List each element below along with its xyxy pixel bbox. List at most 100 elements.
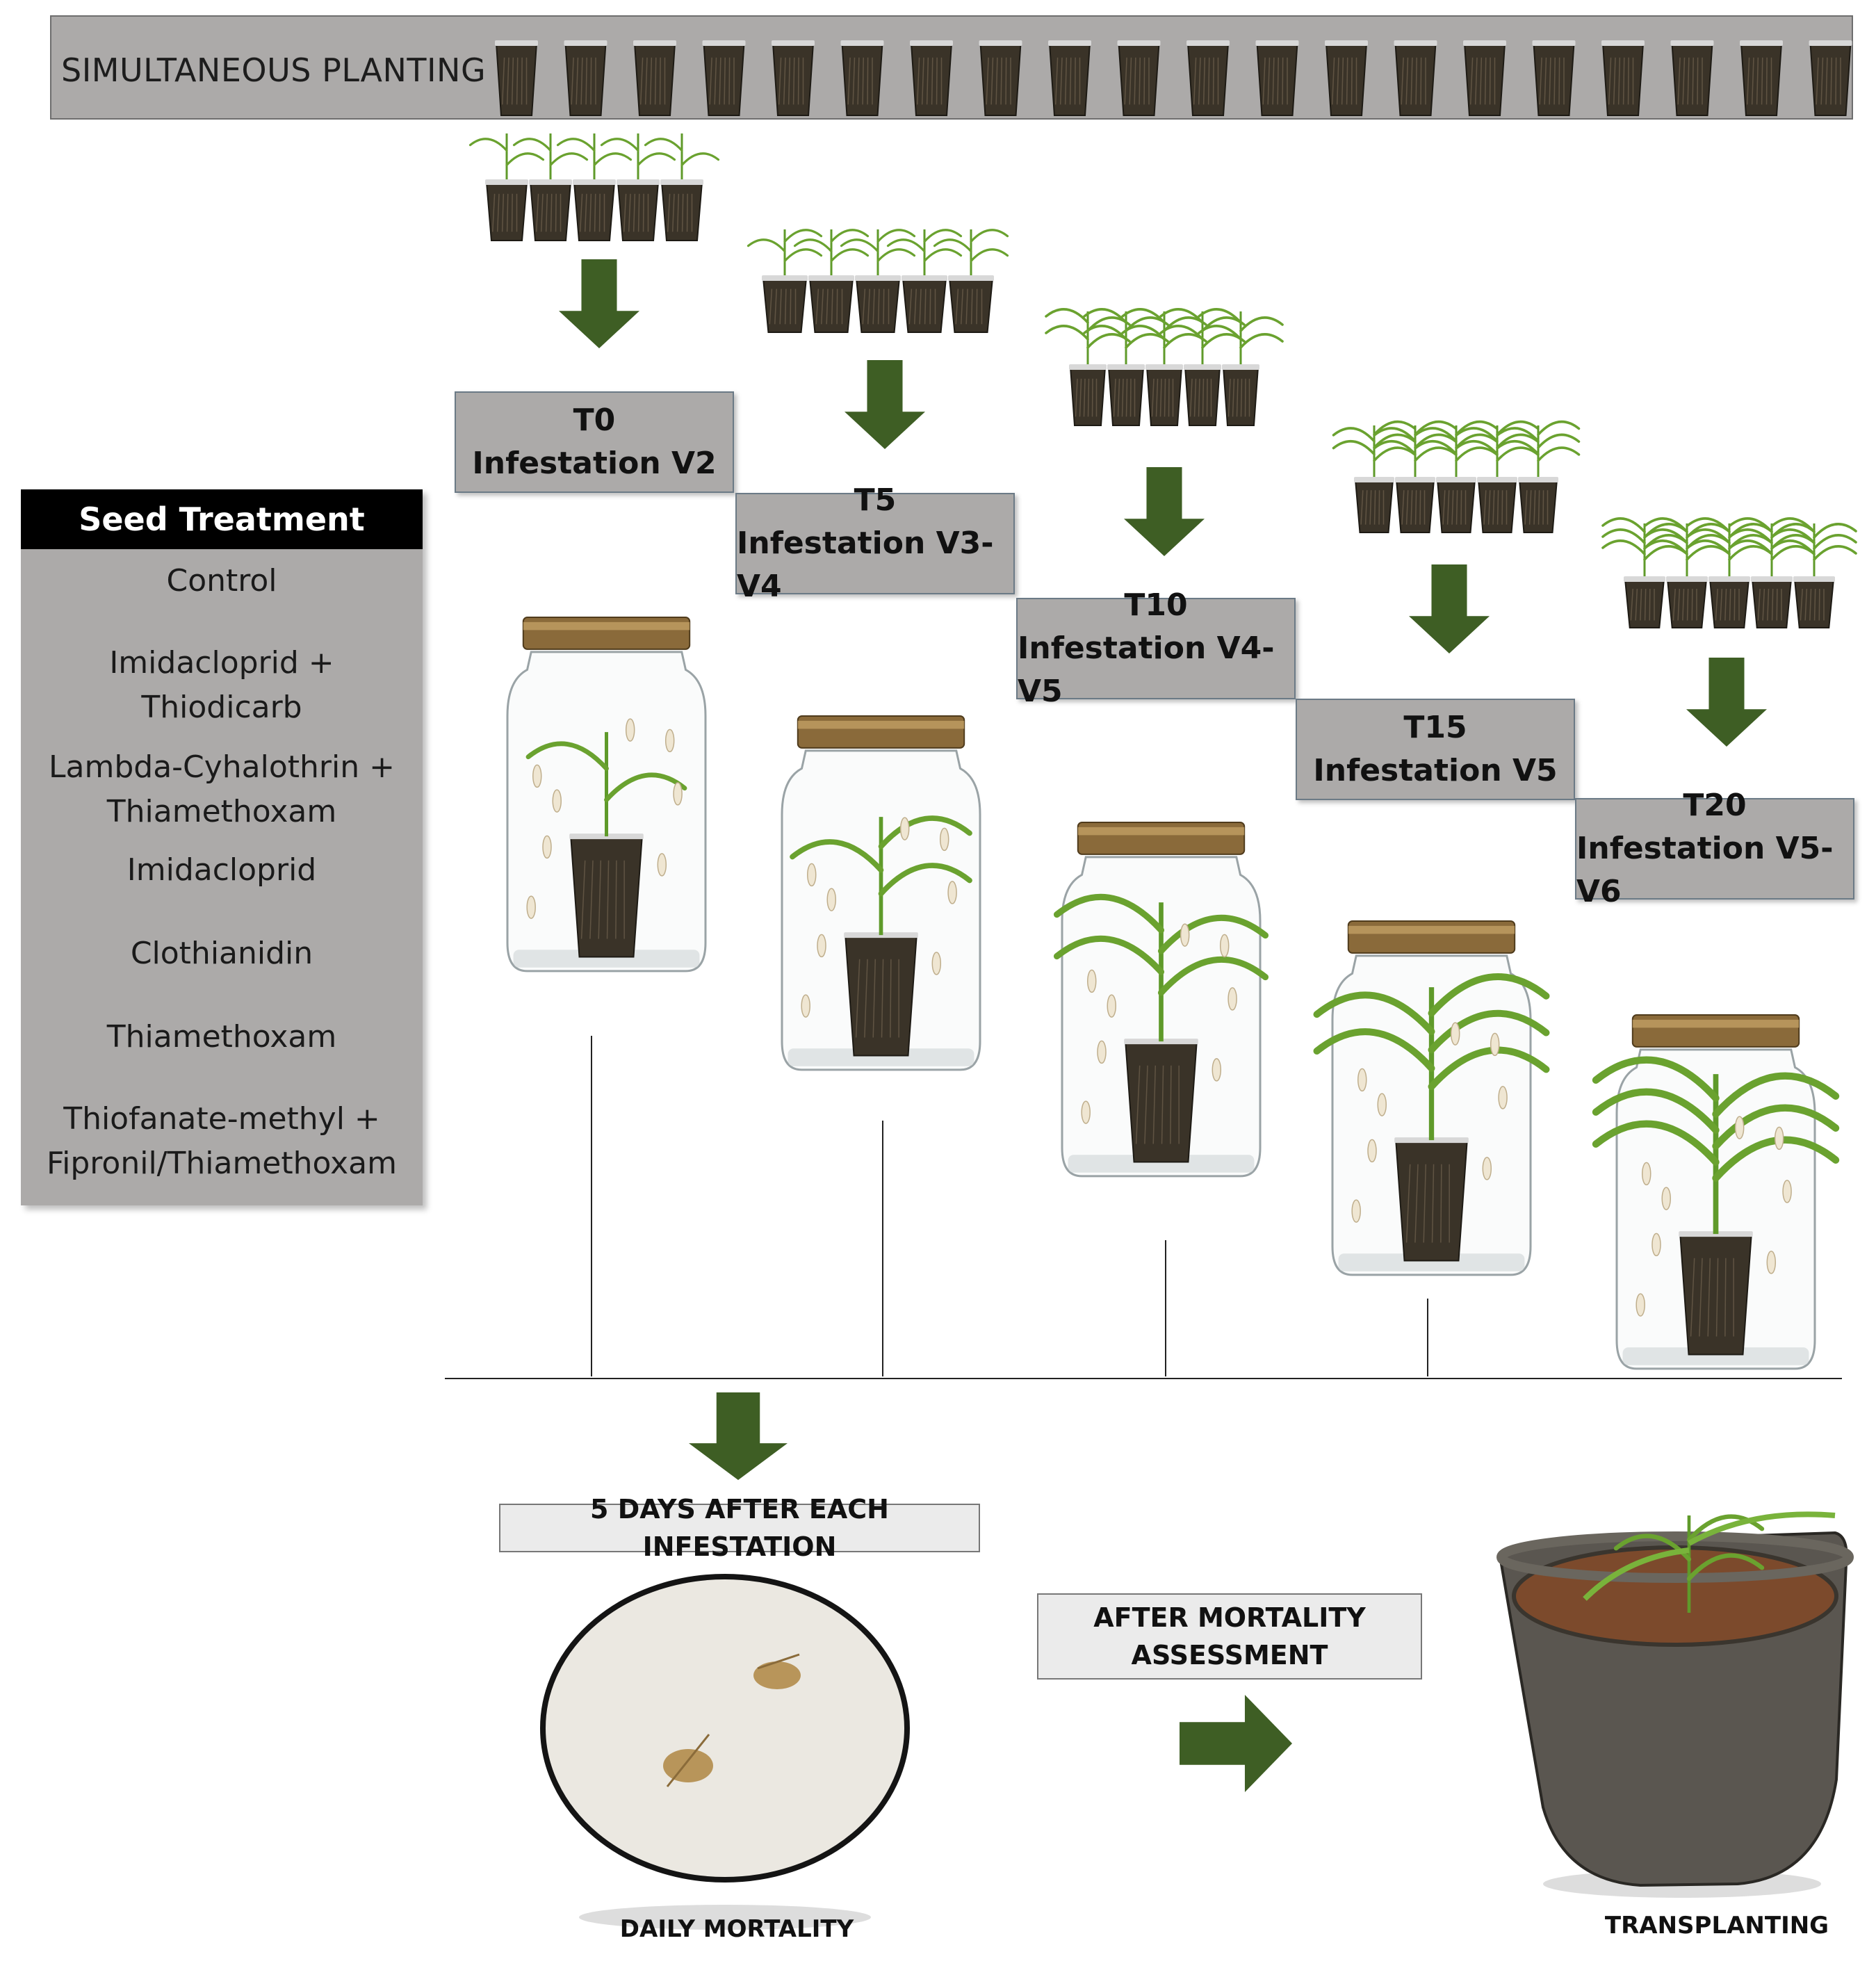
treatment-line: Clothianidin xyxy=(130,936,313,971)
soil-cup xyxy=(1186,40,1230,116)
treatment-line: Thiamethoxam xyxy=(106,1019,337,1055)
stage-t0-box: T0 Infestation V2 xyxy=(455,391,734,493)
soil-cup xyxy=(495,40,538,116)
larva xyxy=(1081,1100,1091,1124)
treatment-line: Thiodicarb xyxy=(141,690,302,725)
dish-shadow xyxy=(579,1905,871,1930)
treatment-imidacloprid-thiodicarb: Imidacloprid + Thiodicarb xyxy=(21,641,423,730)
stage-t20-box: T20 Infestation V5-V6 xyxy=(1575,788,1854,909)
treatment-thiofanate-fipronil: Thiofanate-methyl + Fipronil/Thiamethoxa… xyxy=(21,1097,423,1186)
soil-cup xyxy=(485,179,528,241)
glass-jar xyxy=(1592,1014,1840,1370)
soil-cup xyxy=(902,275,947,333)
soil-cup xyxy=(1436,477,1476,533)
soil-cup xyxy=(1069,364,1107,426)
stage-time: T5 xyxy=(854,482,897,518)
soil-cup xyxy=(1124,1039,1198,1163)
larva xyxy=(664,729,675,753)
right-arrow xyxy=(1180,1695,1292,1792)
transplanting-caption: TRANSPLANTING xyxy=(1604,1912,1829,1940)
stage-label: Infestation V2 xyxy=(472,446,717,481)
maize-leaf xyxy=(1583,1547,1690,1601)
soil-cup xyxy=(855,275,901,333)
stage-time: T0 xyxy=(573,403,616,438)
soil-cup xyxy=(1751,576,1793,628)
soil-cup xyxy=(1048,40,1091,116)
maize-leaf xyxy=(1688,1511,1836,1546)
maize-seedling xyxy=(840,229,916,278)
soil-cup xyxy=(1394,40,1437,116)
soil-cup xyxy=(633,40,676,116)
larva xyxy=(1482,1157,1492,1180)
seedling-cup-group xyxy=(747,229,1009,333)
petri-dish xyxy=(540,1574,910,1930)
larva xyxy=(1766,1251,1777,1274)
maize-seedling xyxy=(556,133,633,182)
soil-cup xyxy=(772,40,815,116)
soil-cup xyxy=(702,40,746,116)
larva xyxy=(1636,1293,1645,1317)
treatment-clothianidin: Clothianidin xyxy=(21,932,423,976)
glass-jar xyxy=(506,617,707,973)
stage-t5-box: T5 Infestation V3-V4 xyxy=(735,482,1015,604)
maize-seedling xyxy=(747,229,823,278)
soil-cup xyxy=(1679,1231,1753,1356)
larva xyxy=(1107,994,1116,1018)
five-days-box: 5 DAYS AFTER EACH INFESTATION xyxy=(499,1494,980,1562)
treatment-line: Fipronil/Thiamethoxam xyxy=(47,1146,397,1181)
down-arrow xyxy=(1124,467,1205,556)
soil-cup xyxy=(617,179,660,241)
soil-cup xyxy=(844,932,918,1057)
soil-cup xyxy=(1518,477,1558,533)
soil-cup xyxy=(1255,40,1299,116)
larva xyxy=(931,952,942,975)
maize-seedling xyxy=(1414,420,1499,480)
soil-cup xyxy=(1145,364,1183,426)
banner-cup-row xyxy=(495,40,1852,116)
seed-treatment-panel: Seed Treatment Control Imidacloprid + Th… xyxy=(21,489,423,1205)
dish-rim xyxy=(540,1574,910,1883)
down-arrow xyxy=(689,1392,788,1480)
soil-cup xyxy=(1532,40,1576,116)
maize-seedling xyxy=(468,133,545,182)
soil-cup xyxy=(979,40,1022,116)
soil-cup xyxy=(569,834,644,958)
stage-label: Infestation V5 xyxy=(1313,753,1558,788)
seedling-cup-group xyxy=(1045,308,1284,426)
larva xyxy=(817,934,826,958)
larva xyxy=(1180,923,1190,947)
larva xyxy=(1498,1086,1508,1109)
dead-insect xyxy=(753,1661,801,1689)
soil-cup xyxy=(840,40,884,116)
stage-t15-box: T15 Infestation V5 xyxy=(1296,699,1575,800)
maize-seedling xyxy=(512,133,589,182)
larva xyxy=(801,994,810,1018)
larva xyxy=(1450,1022,1460,1046)
soil-cup xyxy=(660,179,703,241)
soil-cup xyxy=(1601,40,1645,116)
down-arrow xyxy=(845,360,925,449)
maize-seedling xyxy=(1496,420,1581,480)
maize-seedling xyxy=(644,133,720,182)
larva xyxy=(1227,987,1237,1011)
soil-cup xyxy=(1325,40,1368,116)
larva xyxy=(1651,1233,1661,1257)
soil-cup xyxy=(1670,40,1714,116)
soil-cup xyxy=(1708,576,1750,628)
larva xyxy=(526,895,536,919)
larva xyxy=(1661,1187,1671,1210)
treatment-imidacloprid: Imidacloprid xyxy=(21,848,423,893)
maize-seedling xyxy=(1771,517,1857,579)
larva xyxy=(1212,1058,1222,1082)
larva xyxy=(826,888,836,911)
larva xyxy=(673,782,683,806)
soil-cup xyxy=(564,40,607,116)
larva xyxy=(1490,1032,1500,1057)
soil-cup xyxy=(1222,364,1259,426)
soil-cup xyxy=(948,275,994,333)
larva xyxy=(625,718,635,742)
down-arrow xyxy=(1409,564,1490,653)
maize-seedling xyxy=(790,815,972,936)
larva xyxy=(552,789,562,813)
